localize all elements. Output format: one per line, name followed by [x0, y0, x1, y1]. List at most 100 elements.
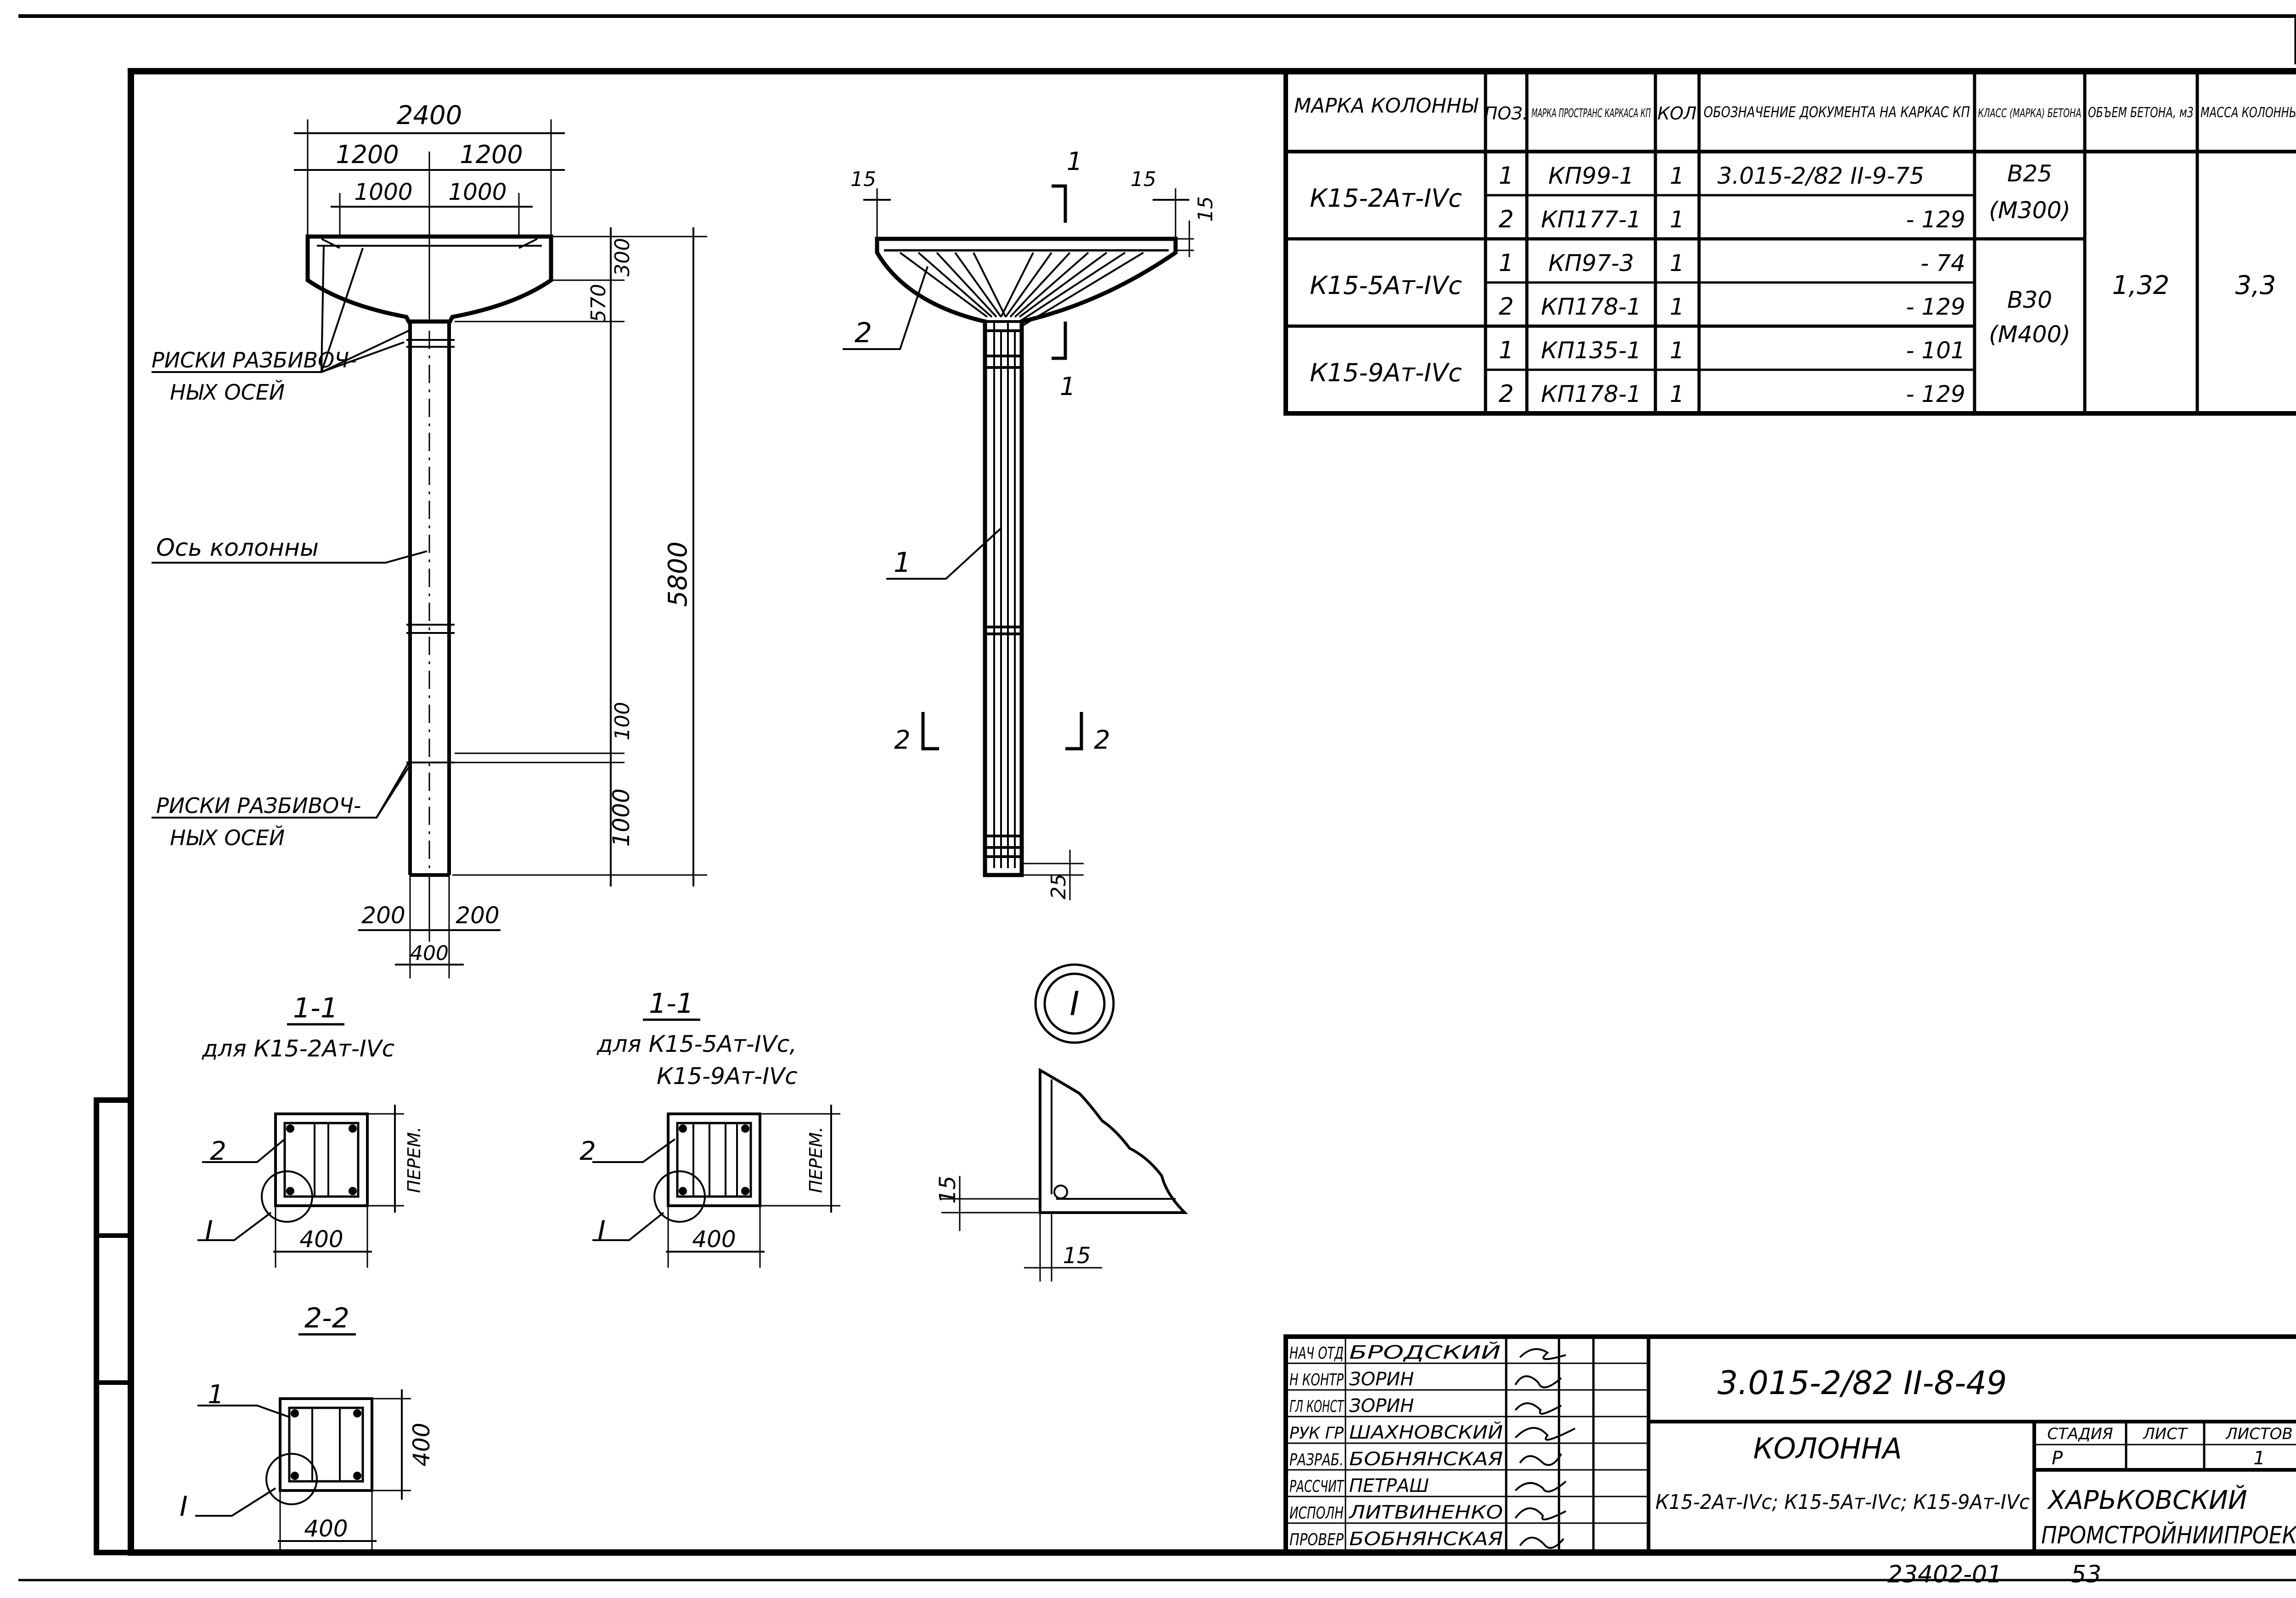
stage-label: СТАДИЯ: [2047, 1425, 2113, 1443]
header-pos: ПОЗ.: [1485, 103, 1528, 124]
row-doc: - 129: [1906, 294, 1965, 320]
object-marks: К15-2Ат-IVс; К15-5Ат-IVс; К15-9Ат-IVс: [1655, 1491, 2030, 1514]
dim-1000-left: 1000: [354, 179, 412, 205]
class-m400: (М400): [1989, 321, 2071, 348]
row-pos: 2: [1498, 293, 1514, 321]
row-doc: - 129: [1906, 381, 1965, 407]
signer-name: ШАХНОВСКИЙ: [1349, 1421, 1503, 1443]
sheet-label: ЛИСТ: [2142, 1425, 2188, 1443]
label-risks-bottom-line1: РИСКИ РАЗБИВОЧ-: [156, 793, 361, 818]
reinforcement-view: [843, 184, 1194, 900]
signer-role: ИСПОЛН: [1289, 1504, 1344, 1523]
signer-role: РУК ГР: [1289, 1424, 1344, 1443]
signer-role: РАЗРАБ.: [1289, 1451, 1344, 1469]
object-name: КОЛОННА: [1753, 1432, 1902, 1465]
section-1-1-b-node: I: [597, 1215, 606, 1247]
row-doc: 3.015-2/82 II-9-75: [1717, 163, 1924, 189]
section-2-2-height: 400: [408, 1423, 435, 1466]
detail-I: [941, 963, 1188, 1282]
row-pos: 1: [1498, 337, 1514, 364]
frame: [18, 14, 2296, 1581]
title-block: [1283, 1334, 2296, 1555]
signer-role: РАССЧИТ: [1289, 1477, 1345, 1496]
dim-100: 100: [611, 702, 634, 740]
volume-value: 1,32: [2112, 271, 2170, 300]
dim-300: 300: [611, 238, 634, 277]
sheets-label: ЛИСТОВ: [2225, 1425, 2293, 1443]
row-cage: КП178-1: [1541, 381, 1641, 407]
signer-name: БОБНЯНСКАЯ: [1349, 1449, 1503, 1470]
group-mark: К15-5Ат-IVс: [1310, 271, 1462, 300]
section-1-1-a-title: 1-1: [293, 992, 338, 1024]
rebar-dim-15-left: 15: [850, 168, 876, 191]
label-risks-top-line2: НЫХ ОСЕЙ: [170, 380, 285, 405]
header-doc: ОБОЗНАЧЕНИЕ ДОКУМЕНТА НА КАРКАС КП: [1704, 103, 1970, 121]
dim-1000-right: 1000: [448, 179, 506, 205]
dim-5800: 5800: [663, 542, 693, 607]
header-qty: КОЛ: [1657, 103, 1696, 124]
document-code: 3.015-2/82 II-8-49: [1717, 1364, 2007, 1402]
section-2-2-node: I: [180, 1491, 188, 1523]
section-1-1-a-variable: ПЕРЕМ.: [404, 1127, 424, 1193]
spec-table-headers: МАРКА КОЛОННЫ ПОЗ. МАРКА ПРОСТРАНС КАРКА…: [1294, 94, 2296, 124]
dim-1200-left: 1200: [336, 140, 399, 169]
section-mark-2-right: 2: [1094, 725, 1110, 755]
section-1-1-b-width: 400: [692, 1226, 736, 1253]
row-doc: - 129: [1906, 206, 1965, 233]
spec-table: [1283, 69, 2296, 416]
header-column-mark: МАРКА КОЛОННЫ: [1294, 94, 1479, 118]
detail-dim-15-vertical: 15: [935, 1175, 961, 1203]
group-mark: К15-2Ат-IVс: [1310, 184, 1462, 213]
row-qty: 1: [1670, 337, 1684, 364]
stage-value: Р: [2052, 1448, 2063, 1469]
section-1-1-a-subtitle: для К15-2Ат-IVс: [202, 1035, 394, 1062]
group-mark: К15-9Ат-IVс: [1310, 358, 1462, 387]
section-1-1-a-pos2: 2: [210, 1136, 226, 1166]
dim-570: 570: [587, 284, 610, 322]
label-risks-top-line1: РИСКИ РАЗБИВОЧ-: [152, 348, 357, 373]
header-mass: МАССА КОЛОННЫ, Т: [2200, 105, 2296, 121]
row-cage: КП99-1: [1548, 163, 1634, 189]
row-pos: 2: [1498, 206, 1514, 233]
signer-role: ПРОВЕР: [1289, 1530, 1344, 1549]
row-cage: КП178-1: [1541, 294, 1641, 320]
section-1-1-b-subtitle-line1: для К15-5Ат-IVс,: [597, 1031, 797, 1057]
signer-name: ЛИТВИНЕНКО: [1348, 1502, 1503, 1523]
signer-role: НАЧ ОТД: [1289, 1344, 1344, 1363]
section-1-1-b-variable: ПЕРЕМ.: [806, 1127, 826, 1193]
signer-name: ПЕТРАШ: [1349, 1475, 1429, 1496]
dim-200-left: 200: [361, 902, 405, 929]
rebar-dim-15-vertical: 15: [1194, 196, 1217, 222]
row-qty: 1: [1670, 206, 1684, 233]
row-cage: КП97-3: [1548, 250, 1634, 277]
signer-role: ГЛ КОНСТ: [1289, 1397, 1345, 1416]
signer-name: ЗОРИН: [1349, 1395, 1414, 1417]
header-cage-mark: МАРКА ПРОСТРАНС КАРКАСА КП: [1531, 107, 1651, 120]
class-b25: В25: [2007, 160, 2052, 187]
section-1-1-b-subtitle-line2: К15-9Ат-IVс: [657, 1063, 798, 1090]
organization-line2: ПРОМСТРОЙНИИПРОЕКТ: [2041, 1521, 2296, 1549]
column-elevation: 2400 1200 1200 1000 1000 300 570 5800 10…: [152, 101, 707, 978]
sheets-value: 1: [2253, 1448, 2265, 1469]
dim-200-right: 200: [456, 902, 499, 929]
detail-dim-15-horizontal: 15: [1063, 1243, 1091, 1269]
spec-table-body: К15-2Ат-IVс 1 КП99-1 1 3.015-2/82 II-9-7…: [1310, 160, 2276, 408]
class-b30: В30: [2007, 287, 2052, 313]
row-qty: 1: [1670, 250, 1684, 277]
archive-code: 23402-01: [1887, 1561, 2002, 1588]
row-pos: 1: [1498, 162, 1514, 190]
header-concrete-class: КЛАСС (МАРКА) БЕТОНА: [1978, 107, 2082, 120]
label-risks-bottom-line2: НЫХ ОСЕЙ: [170, 825, 285, 850]
section-1-1-b-title: 1-1: [649, 988, 694, 1020]
section-1-1-b-pos2: 2: [580, 1136, 596, 1166]
section-1-1-a-node: I: [205, 1215, 213, 1247]
section-2-2-width: 400: [304, 1515, 348, 1542]
mass-value: 3,3: [2235, 271, 2276, 300]
dim-1000-vertical: 1000: [608, 788, 635, 847]
dim-1200-right: 1200: [460, 140, 523, 169]
signer-role: Н КОНТР: [1289, 1371, 1344, 1389]
header-volume: ОБЪЕМ БЕТОНА, м3: [2088, 105, 2194, 121]
rebar-position-1: 1: [894, 547, 911, 579]
section-mark-2-left: 2: [894, 725, 911, 755]
